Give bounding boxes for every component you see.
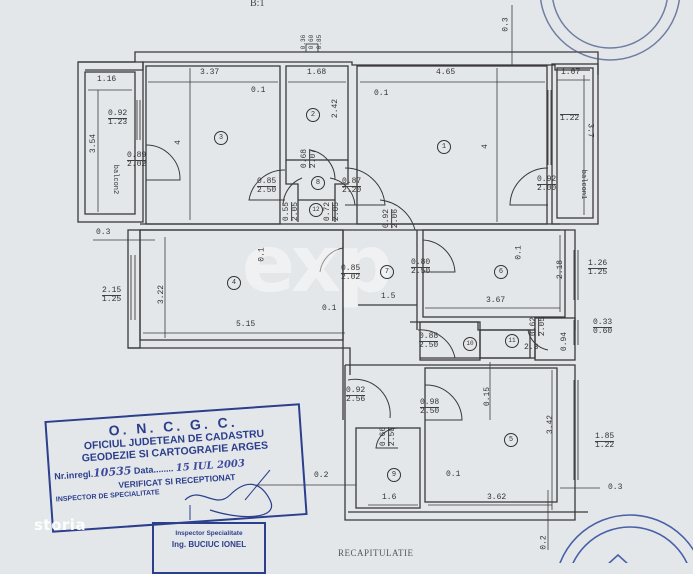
storia-logo: storia (34, 516, 87, 534)
dim-room5-width: 3.62 (487, 493, 507, 502)
dim-room3-height: 4 (173, 140, 183, 145)
outer-wall-top (78, 51, 599, 75)
dim-wall-c: 0.1 (322, 304, 337, 313)
room-2-outline (285, 65, 349, 161)
dim-room4-width: 5.15 (236, 320, 256, 329)
dim-balcony-right-width: 1.07 (561, 68, 581, 77)
dim-room6-height: 2.18 (556, 259, 566, 280)
recap-heading: RECAPITULATIE (338, 548, 414, 558)
room-5-outline (424, 367, 558, 503)
dim-wall-left-0.3: 0.3 (96, 228, 111, 237)
dim-room2-width: 1.68 (307, 68, 327, 77)
dim-room2-height: 2.42 (331, 98, 341, 119)
dim-room9-width: 1.6 (382, 493, 397, 502)
inspector-name: Ing. BUCIUC IONEL (171, 540, 247, 549)
dim-wall-room6: 0.1 (514, 245, 524, 260)
oncgc-stamp: O. N. C. G. C. OFICIUL JUDETEAN DE CADAS… (44, 403, 308, 533)
seal-top-right (539, 0, 681, 61)
room-6-outline (422, 229, 566, 318)
dim-wall-bottom-0.2: 0.2 (539, 535, 549, 550)
room-number-5: 5 (504, 433, 518, 447)
balcony-left-label: balcon2 (111, 164, 120, 195)
balcony-right-label: balcon1 (579, 169, 588, 200)
dim-wall-right-0.3: 0.3 (608, 483, 623, 492)
opening-balcony-right-window: 1.22 (560, 114, 580, 123)
dim-wall-a: 0.1 (251, 86, 266, 95)
room-number-9: 9 (387, 468, 401, 482)
dim-room5-height: 3.42 (546, 414, 556, 435)
dim-room4-height: 3.22 (157, 284, 167, 305)
dim-wall-left-0.2: 0.2 (314, 471, 329, 480)
room-number-8: 8 (311, 176, 325, 190)
room-9-outline (355, 427, 421, 509)
lower-block-outline (344, 364, 576, 521)
dim-room1-width: 4.65 (436, 68, 456, 77)
dim-hall-width: 1.5 (381, 292, 396, 301)
sheet-label: B:1 (250, 0, 265, 9)
room-number-4: 4 (227, 276, 241, 290)
dim-wall-top-0.3: 0.3 (501, 17, 511, 32)
room-number-3: 3 (214, 131, 228, 145)
exp-watermark: exp (242, 220, 393, 310)
registration-number: 10535 (92, 464, 132, 480)
dim-room3-width: 3.37 (200, 68, 220, 77)
room-number-11: 11 (505, 334, 519, 348)
dim-room11-height: 0.94 (560, 331, 570, 352)
room-number-1: 1 (437, 140, 451, 154)
dim-wall-d: 0.1 (446, 470, 461, 479)
room-number-12: 12 (309, 203, 323, 217)
dim-room6-width: 3.67 (486, 296, 506, 305)
dim-wall-b: 0.1 (374, 89, 389, 98)
dim-balcony-left-height: 3.54 (89, 133, 99, 154)
inspector-role: Inspector Specialitate (175, 530, 243, 537)
balcony-left-outline (77, 61, 144, 223)
balcony-right-inner (556, 67, 594, 219)
dim-hall-0.15: 0.15 (483, 386, 493, 407)
balcony-left-inner (84, 71, 136, 215)
dim-balcony-right-height: 3.7 (585, 123, 595, 138)
dim-balcony-left-width: 1.16 (97, 75, 117, 84)
dim-room11-width: 2.3 (524, 343, 539, 352)
inspector-stamp: Inspector Specialitate Ing. BUCIUC IONEL (152, 522, 266, 574)
signature (184, 483, 273, 518)
room-number-10: 10 (463, 337, 477, 351)
seal-bottom-right (559, 514, 693, 563)
dim-room1-height: 4 (480, 144, 490, 149)
room-number-2: 2 (306, 108, 320, 122)
room-number-6: 6 (494, 265, 508, 279)
room-number-7: 7 (380, 265, 394, 279)
balcony-right-outline (551, 63, 599, 225)
dim-wall-e: 0.1 (257, 247, 267, 262)
